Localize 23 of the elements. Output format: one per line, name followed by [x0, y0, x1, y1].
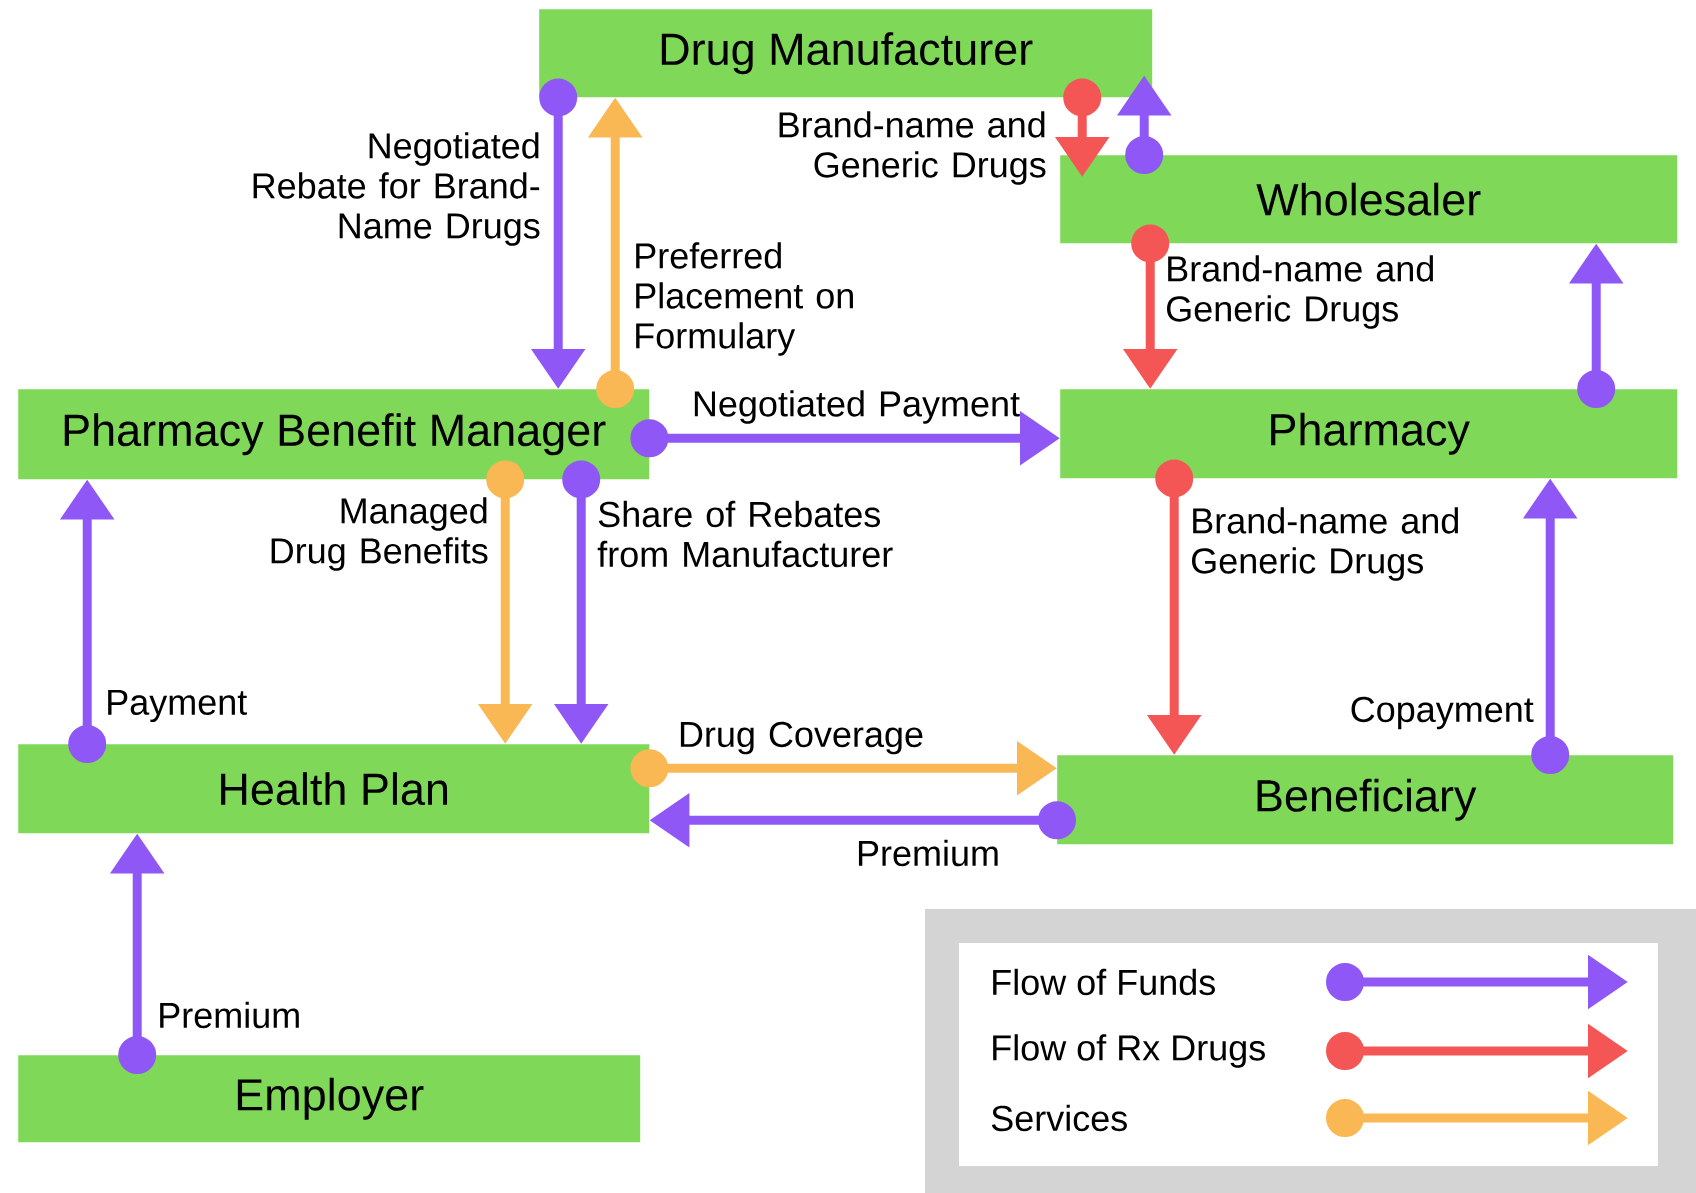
legend-text: Services [991, 1104, 1127, 1132]
edge-label: Payment [108, 689, 247, 723]
edge-label: Preferred Placement on Formulary [636, 242, 853, 356]
edge-label: Brand-name and Generic Drugs [779, 111, 1046, 185]
actor-box: Pharmacy Benefit Manager [18, 389, 650, 480]
actor-box: Pharmacy [1060, 389, 1678, 479]
actor-box: Employer [18, 1055, 641, 1143]
edge-label: Share of Rebates from Manufacturer [597, 500, 893, 568]
actor-box: Drug Manufacturer [539, 9, 1153, 98]
edge-label: Managed Drug Benefits [271, 497, 488, 571]
actor-box: Beneficiary [1057, 755, 1674, 845]
edge-label: Copayment [1351, 696, 1534, 730]
legend-text: Flow of Funds [993, 968, 1215, 996]
actor-box: Health Plan [18, 744, 650, 834]
edge-label: Negotiated Rebate for Brand-Name Drugs [253, 132, 540, 246]
edge-label: Drug Coverage [680, 721, 923, 755]
actor-box: Wholesaler [1060, 155, 1678, 244]
edge-label: Brand-name and Generic Drugs [1167, 255, 1433, 329]
edge-label: Premium [858, 839, 998, 867]
edge-label: Premium [160, 1001, 299, 1029]
edge-label: Negotiated Payment [694, 390, 1020, 424]
edge-label: Brand-name and Generic Drugs [1192, 507, 1458, 581]
legend-text: Flow of Rx Drugs [993, 1034, 1265, 1068]
